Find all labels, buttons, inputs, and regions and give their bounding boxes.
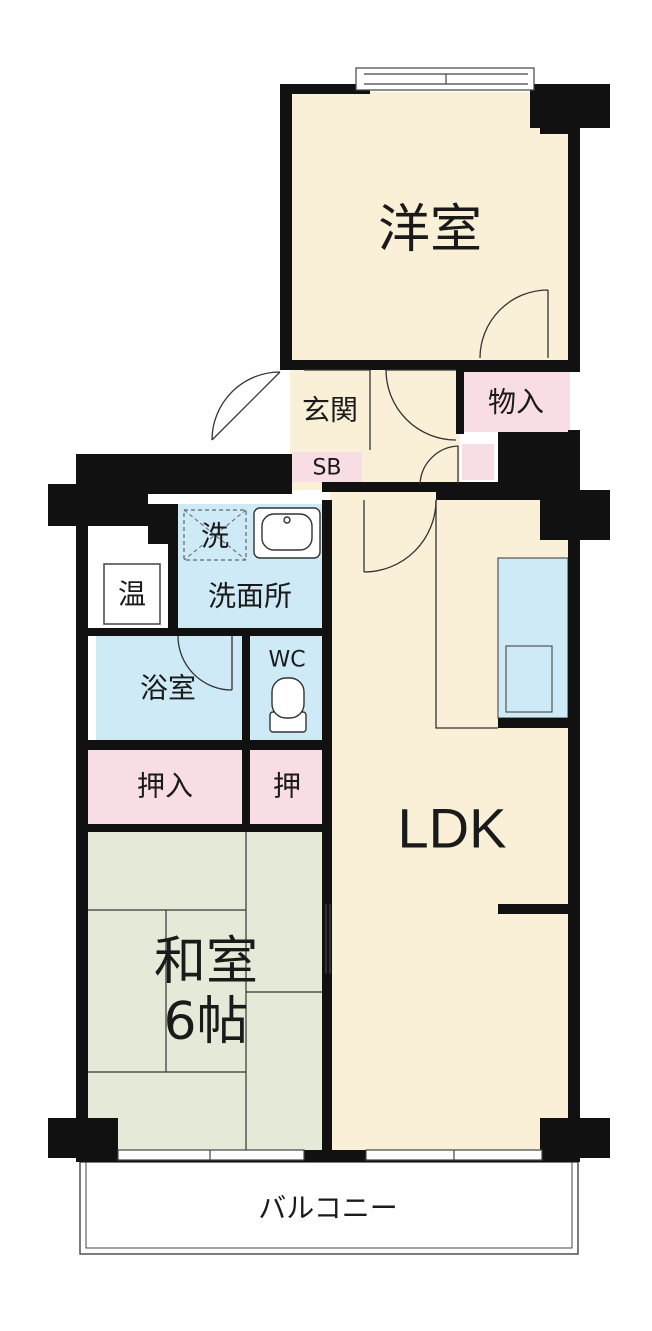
ldk-label: LDK bbox=[398, 797, 507, 860]
small-pink-floor bbox=[462, 444, 494, 480]
closet-large-label: 押入 bbox=[137, 770, 193, 803]
sliding-door-marks bbox=[325, 904, 331, 974]
sink-basin-kitchen bbox=[505, 645, 553, 713]
windows bbox=[117, 67, 543, 1161]
closet-large-floor bbox=[88, 750, 242, 824]
balcony-outline bbox=[79, 1161, 579, 1255]
bathroom-label: 浴室 bbox=[140, 672, 196, 705]
washer-pan-icon bbox=[183, 509, 247, 561]
washer-label: 洗 bbox=[201, 520, 229, 553]
shoe-box-label: SB bbox=[312, 456, 341, 481]
japanese-room-size-label: 6帖 bbox=[163, 992, 248, 1052]
storage-floor bbox=[462, 370, 570, 432]
japanese-room-floor bbox=[88, 832, 324, 1150]
closet-small-label: 押 bbox=[273, 770, 301, 803]
door-swings bbox=[177, 289, 549, 729]
tatami-lines bbox=[88, 832, 324, 1150]
western-room-label: 洋室 bbox=[378, 200, 482, 260]
western-room-floor bbox=[290, 92, 572, 360]
sink-icon bbox=[253, 507, 321, 559]
entrance-label: 玄関 bbox=[302, 394, 358, 427]
storage-label: 物入 bbox=[488, 386, 544, 419]
shoe-box-floor bbox=[292, 452, 362, 482]
japanese-room-label: 和室 bbox=[154, 932, 258, 992]
wc-label: WC bbox=[268, 648, 305, 673]
water-heater-box bbox=[103, 563, 161, 625]
washroom-label: 洗面所 bbox=[208, 580, 292, 613]
balcony-label: バルコニー bbox=[258, 1192, 397, 1225]
water-heater-label: 温 bbox=[118, 578, 146, 611]
closet-small-floor bbox=[250, 750, 324, 824]
toilet-icon bbox=[269, 677, 307, 733]
